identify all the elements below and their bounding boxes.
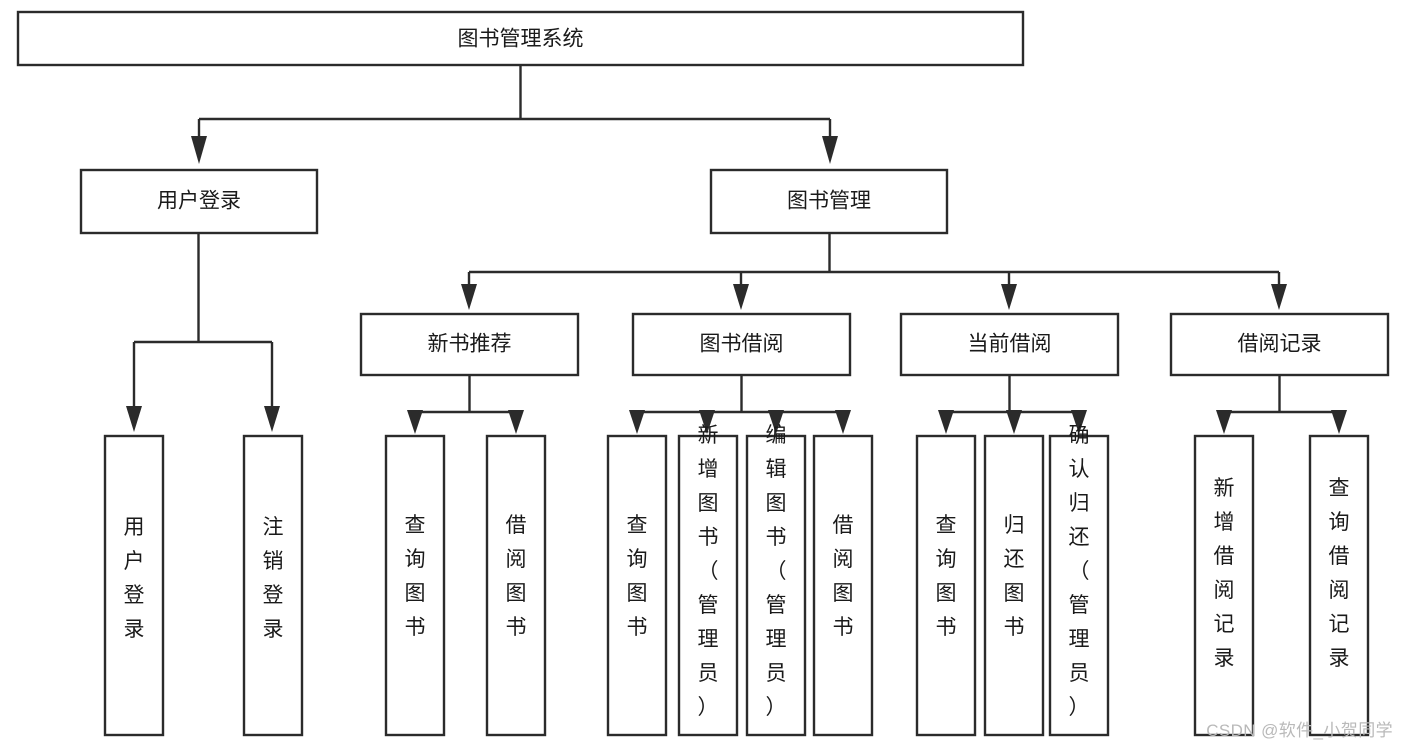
node-root[interactable]: 图书管理系统 [16,10,1025,67]
arrow-icon-to-current-borrow [1001,284,1017,310]
node-leaf-edit-book-admin[interactable]: 编辑图书（管理员） [745,424,807,737]
node-leaf-query-book-cb-label: 查询图书 [936,514,957,639]
arrow-icon-to-leaf-borrow-book-rec [508,410,524,434]
arrow-icon-root-to-user-login [191,136,207,164]
arrow-icon-to-leaf-query-book-bb [629,410,645,434]
arrow-icon-to-leaf-borrow-book-bb [835,410,851,434]
connector-group-new-book-rec-leaves [407,375,524,434]
node-leaf-user-logout-box[interactable] [242,434,304,737]
arrow-icon-to-borrow-record [1271,284,1287,310]
node-leaf-borrow-book-rec-label: 借阅图书 [506,514,527,639]
arrow-icon-to-new-book-rec [461,284,477,310]
node-leaf-add-borrow-record-box[interactable] [1193,434,1255,737]
arrow-icon-to-leaf-add-book-admin [699,410,715,434]
leaf-nodes-group: 用户登录 注销登录 查询图书 借阅图书 查询图书 新增图书（管理员） [103,424,1370,737]
node-leaf-user-login[interactable]: 用户登录 [103,434,165,737]
arrow-icon-to-leaf-return-book [1006,410,1022,434]
node-root-box[interactable] [16,10,1025,67]
connector-group-root-to-level2 [191,65,838,164]
node-leaf-add-book-admin-label: 新增图书（管理员） [698,424,719,719]
node-leaf-user-logout[interactable]: 注销登录 [242,434,304,737]
node-book-borrow-label: 图书借阅 [700,333,784,356]
node-leaf-borrow-book-bb-label: 借阅图书 [833,514,854,639]
node-leaf-add-book-admin[interactable]: 新增图书（管理员） [677,424,739,737]
node-leaf-confirm-return-admin-label: 确认归还（管理员） [1069,424,1090,719]
node-new-book-rec[interactable]: 新书推荐 [359,312,580,377]
node-leaf-return-book-box[interactable] [983,434,1045,737]
node-leaf-query-borrow-record-box[interactable] [1308,434,1370,737]
node-user-login-label: 用户登录 [157,190,241,213]
node-leaf-user-logout-label: 注销登录 [263,516,284,641]
arrow-icon-to-leaf-query-book-rec [407,410,423,434]
node-leaf-query-book-rec-label: 查询图书 [405,514,426,639]
node-leaf-borrow-book-rec[interactable]: 借阅图书 [485,434,547,737]
node-book-manage-label: 图书管理 [787,190,871,213]
arrow-icon-to-leaf-user-logout [264,406,280,432]
connector-group-current-borrow-leaves [938,375,1087,434]
node-leaf-return-book-label: 归还图书 [1004,514,1025,639]
node-new-book-rec-label: 新书推荐 [428,333,512,356]
node-leaf-add-borrow-record-label: 新增借阅记录 [1214,477,1235,670]
node-leaf-query-borrow-record[interactable]: 查询借阅记录 [1308,434,1370,737]
node-leaf-add-book-admin-box[interactable] [677,434,739,737]
node-user-login-box[interactable] [79,168,319,235]
arrow-icon-to-leaf-query-book-cb [938,410,954,434]
node-leaf-query-book-cb[interactable]: 查询图书 [915,434,977,737]
arrow-icon-to-leaf-query-borrow-record [1331,410,1347,434]
node-current-borrow-label: 当前借阅 [968,333,1052,356]
node-leaf-query-book-bb[interactable]: 查询图书 [606,434,668,737]
arrow-icon-to-book-borrow [733,284,749,310]
connector-group-borrow-record-leaves [1216,375,1347,434]
node-book-borrow-box[interactable] [631,312,852,377]
node-leaf-borrow-book-bb[interactable]: 借阅图书 [812,434,874,737]
node-leaf-user-login-box[interactable] [103,434,165,737]
arrow-icon-to-leaf-edit-book-admin [768,410,784,434]
node-book-manage[interactable]: 图书管理 [709,168,949,235]
connector-group-user-login-leaves [126,233,280,432]
connector-group-book-manage-to-level3 [461,233,1287,310]
node-leaf-edit-book-admin-box[interactable] [745,434,807,737]
node-leaf-query-book-bb-box[interactable] [606,434,668,737]
node-borrow-record-box[interactable] [1169,312,1390,377]
node-leaf-return-book[interactable]: 归还图书 [983,434,1045,737]
arrow-icon-to-leaf-user-login [126,406,142,432]
node-leaf-confirm-return-admin-box[interactable] [1048,434,1110,737]
node-book-borrow[interactable]: 图书借阅 [631,312,852,377]
node-borrow-record-label: 借阅记录 [1238,333,1322,356]
node-leaf-query-book-rec[interactable]: 查询图书 [384,434,446,737]
node-leaf-edit-book-admin-label: 编辑图书（管理员） [766,424,787,719]
node-leaf-user-login-label: 用户登录 [124,516,145,641]
connector-group-book-borrow-leaves [629,375,851,434]
arrow-icon-to-leaf-add-borrow-record [1216,410,1232,434]
node-leaf-borrow-book-bb-box[interactable] [812,434,874,737]
node-leaf-confirm-return-admin[interactable]: 确认归还（管理员） [1048,424,1110,737]
node-leaf-query-book-rec-box[interactable] [384,434,446,737]
node-root-label: 图书管理系统 [458,28,584,51]
arrow-icon-to-leaf-confirm-return-admin [1071,410,1087,434]
node-leaf-borrow-book-rec-box[interactable] [485,434,547,737]
node-leaf-query-book-bb-label: 查询图书 [627,514,648,639]
node-borrow-record[interactable]: 借阅记录 [1169,312,1390,377]
node-user-login[interactable]: 用户登录 [79,168,319,235]
node-book-manage-box[interactable] [709,168,949,235]
node-current-borrow-box[interactable] [899,312,1120,377]
node-leaf-query-book-cb-box[interactable] [915,434,977,737]
node-leaf-add-borrow-record[interactable]: 新增借阅记录 [1193,434,1255,737]
node-new-book-rec-box[interactable] [359,312,580,377]
node-leaf-query-borrow-record-label: 查询借阅记录 [1329,477,1350,670]
arrow-icon-root-to-book-manage [822,136,838,164]
node-current-borrow[interactable]: 当前借阅 [899,312,1120,377]
